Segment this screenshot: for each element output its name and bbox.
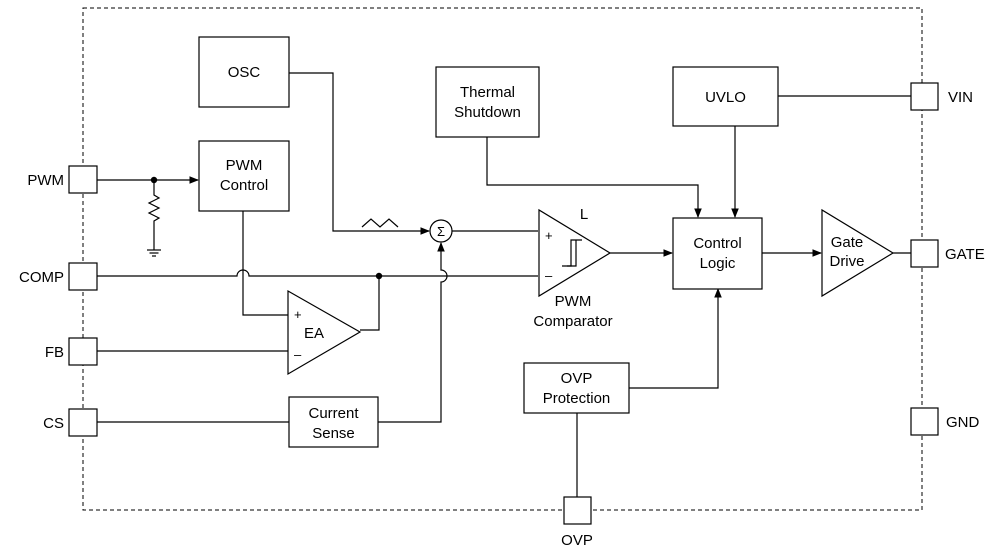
comparator-minus-sign: –: [545, 268, 553, 283]
hysteresis-icon-inner: [567, 240, 577, 267]
current-sense-label-line2: Sense: [312, 425, 355, 442]
summing-junction: Σ: [429, 219, 453, 243]
pin-gate: GATE: [910, 239, 985, 268]
junction-dot: [375, 272, 383, 280]
pin-pwm: PWM: [27, 165, 98, 194]
pin-gnd: GND: [910, 407, 980, 436]
thermal-shutdown-label-line1: Thermal: [460, 84, 515, 101]
pin-cs: CS: [43, 408, 98, 437]
thermal-shutdown-block: Thermal Shutdown: [435, 66, 540, 138]
gate-drive-label-line1: Gate: [831, 234, 864, 251]
uvlo-label: UVLO: [705, 89, 746, 106]
comparator-plus-sign: +: [545, 228, 553, 243]
ea-label: EA: [304, 325, 324, 342]
ea-minus-sign: –: [294, 347, 302, 362]
gate-drive-block: Gate Drive: [821, 208, 895, 298]
pwm-control-block: PWM Control: [198, 140, 290, 212]
control-logic-label-line1: Control: [693, 235, 741, 252]
ic-boundary: [82, 7, 923, 511]
pin-comp: COMP: [19, 262, 98, 291]
pin-pwm-label: PWM: [27, 172, 64, 189]
wires: [97, 72, 911, 497]
pin-ovp: OVP: [561, 496, 593, 549]
ovp-protection-label-line2: Protection: [543, 390, 611, 407]
pwm-comparator-label-line2: Comparator: [533, 313, 612, 330]
osc-label: OSC: [228, 64, 261, 81]
pwm-comparator: + – L PWM Comparator: [533, 206, 612, 330]
ea-plus-sign: +: [294, 307, 302, 322]
pin-fb-label: FB: [45, 344, 64, 361]
current-sense-block: Current Sense: [288, 396, 379, 448]
junction-dot: [150, 176, 158, 184]
ovp-protection-label-line1: OVP: [561, 370, 593, 387]
ovp-protection-block: OVP Protection: [523, 362, 630, 414]
pwm-comparator-label-line1: PWM: [555, 293, 592, 310]
pin-vin: VIN: [910, 82, 973, 111]
pwm-control-label-line1: PWM: [226, 157, 263, 174]
control-logic-label-line2: Logic: [700, 255, 736, 272]
pin-gnd-label: GND: [946, 414, 980, 431]
summing-sigma-icon: Σ: [437, 224, 445, 239]
pin-cs-label: CS: [43, 415, 64, 432]
thermal-shutdown-label-line2: Shutdown: [454, 104, 521, 121]
error-amplifier: + – EA: [287, 289, 362, 376]
pwm-control-label-line2: Control: [220, 177, 268, 194]
uvlo-block: UVLO: [672, 66, 779, 127]
pin-fb: FB: [45, 337, 98, 366]
osc-block: OSC: [198, 36, 290, 108]
pin-vin-label: VIN: [948, 89, 973, 106]
pin-gate-label: GATE: [945, 246, 985, 263]
pin-ovp-label: OVP: [561, 532, 593, 549]
control-logic-block: Control Logic: [672, 217, 763, 290]
gate-drive-label-line2: Drive: [829, 253, 864, 270]
comparator-mark-label: L: [580, 206, 588, 223]
pin-comp-label: COMP: [19, 269, 64, 286]
current-sense-label-line1: Current: [308, 405, 359, 422]
